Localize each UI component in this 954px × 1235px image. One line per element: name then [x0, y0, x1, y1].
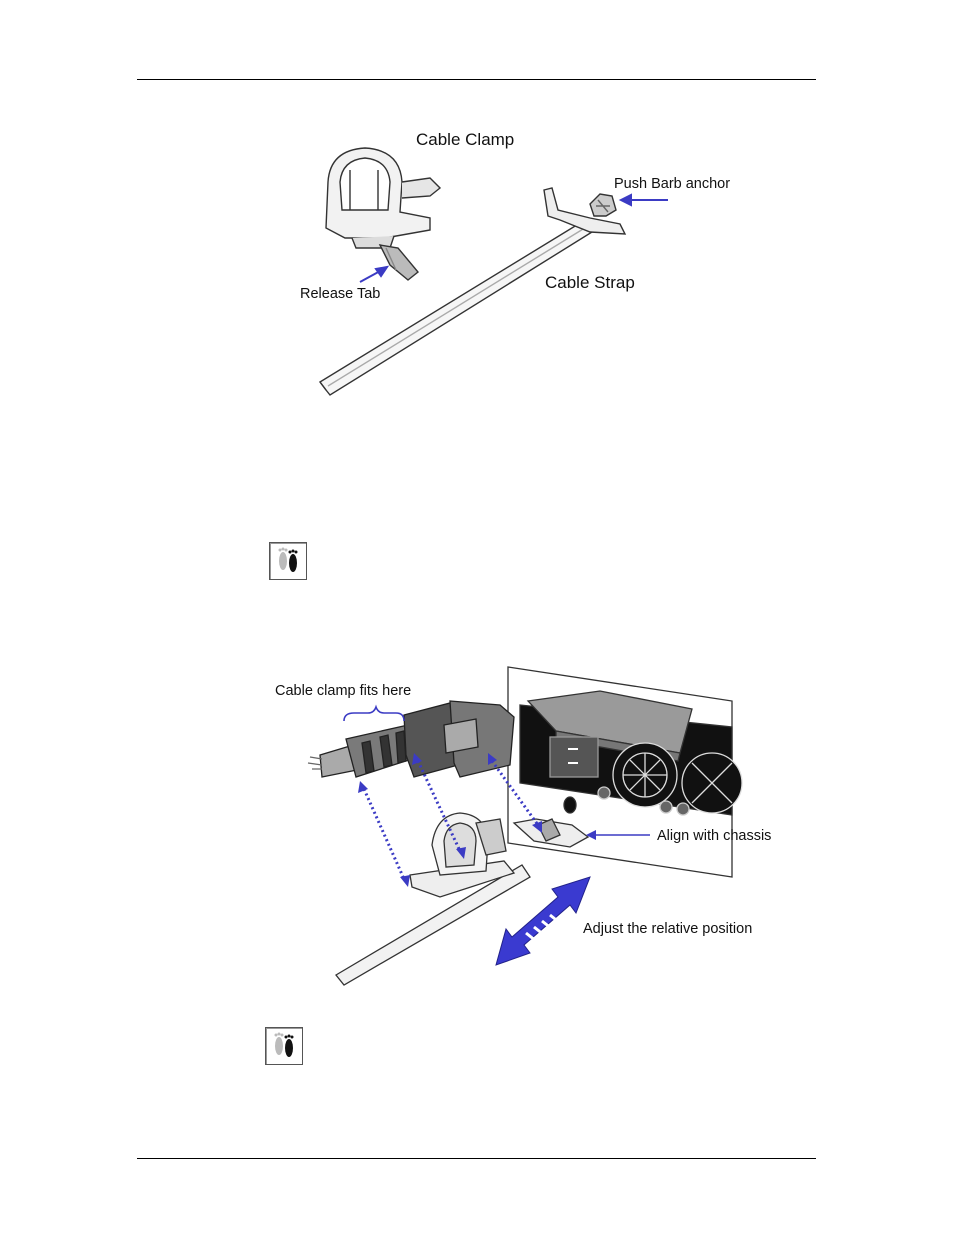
power-cord-plug [307, 700, 515, 778]
adjust-position-arrow [495, 876, 591, 966]
chassis-panel [507, 666, 743, 878]
footer-rule [137, 1158, 816, 1159]
push-barb-arrow [618, 193, 668, 207]
dotted-arrow-heads [358, 753, 596, 887]
adjust-position-label: Adjust the relative position [583, 921, 753, 937]
clamp-area-brace [343, 704, 405, 722]
clamp-strap-assembly [335, 812, 590, 986]
cable-clamp-strap-illustration [318, 147, 668, 396]
dotted-arrows [362, 760, 650, 880]
release-tab-label: Release Tab [300, 286, 381, 302]
release-tab-arrow [359, 265, 390, 283]
align-chassis-label: Align with chassis [657, 828, 772, 844]
cable-clamp-drawing [325, 147, 442, 281]
footprint-icon [269, 542, 307, 580]
cable-clamp-label: Cable Clamp [416, 130, 515, 149]
header-rule [137, 79, 816, 80]
cable-installation-illustration [307, 666, 743, 986]
clamp-fits-label: Cable clamp fits here [275, 683, 412, 699]
push-barb-anchor-label: Push Barb anchor [614, 176, 731, 192]
footprint-icon [265, 1027, 303, 1065]
cable-strap-label: Cable Strap [545, 273, 635, 292]
cable-strap-drawing [318, 187, 627, 396]
